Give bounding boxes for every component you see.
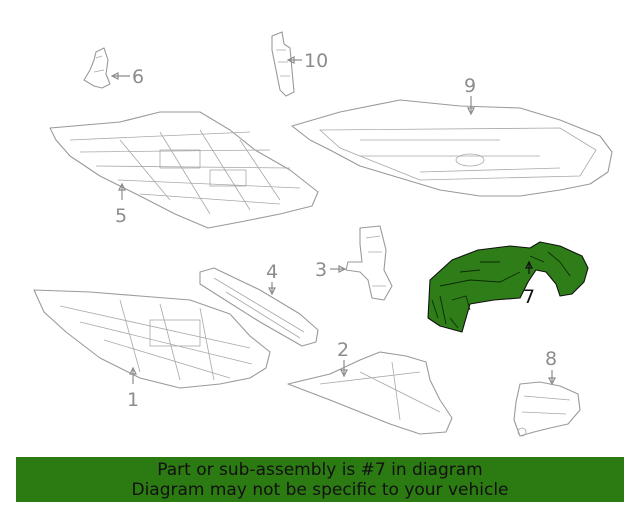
- part-9-panel: [291, 99, 613, 197]
- banner-line-2: Diagram may not be specific to your vehi…: [131, 479, 509, 500]
- callout-9: 9: [464, 75, 476, 97]
- part-3-bracket: [345, 225, 393, 301]
- callout-10: 10: [304, 50, 328, 72]
- part-7-highlighted: [427, 241, 589, 333]
- part-1-shield: [33, 289, 271, 389]
- info-banner: Part or sub-assembly is #7 in diagram Di…: [16, 457, 624, 502]
- callout-8: 8: [545, 348, 557, 370]
- part-2-shield: [287, 351, 453, 435]
- banner-line-1: Part or sub-assembly is #7 in diagram: [157, 459, 483, 480]
- callout-2: 2: [337, 339, 349, 361]
- callout-7: 7: [523, 286, 535, 308]
- callout-4: 4: [266, 261, 278, 283]
- callout-1: 1: [127, 389, 139, 411]
- part-4-rail: [199, 267, 319, 347]
- part-10-bracket: [271, 31, 295, 97]
- part-8-bracket: [513, 381, 581, 437]
- callout-5: 5: [115, 205, 127, 227]
- callout-6: 6: [132, 66, 144, 88]
- callout-3: 3: [315, 259, 327, 281]
- part-5-shield: [49, 111, 319, 229]
- part-6-bracket: [83, 47, 111, 89]
